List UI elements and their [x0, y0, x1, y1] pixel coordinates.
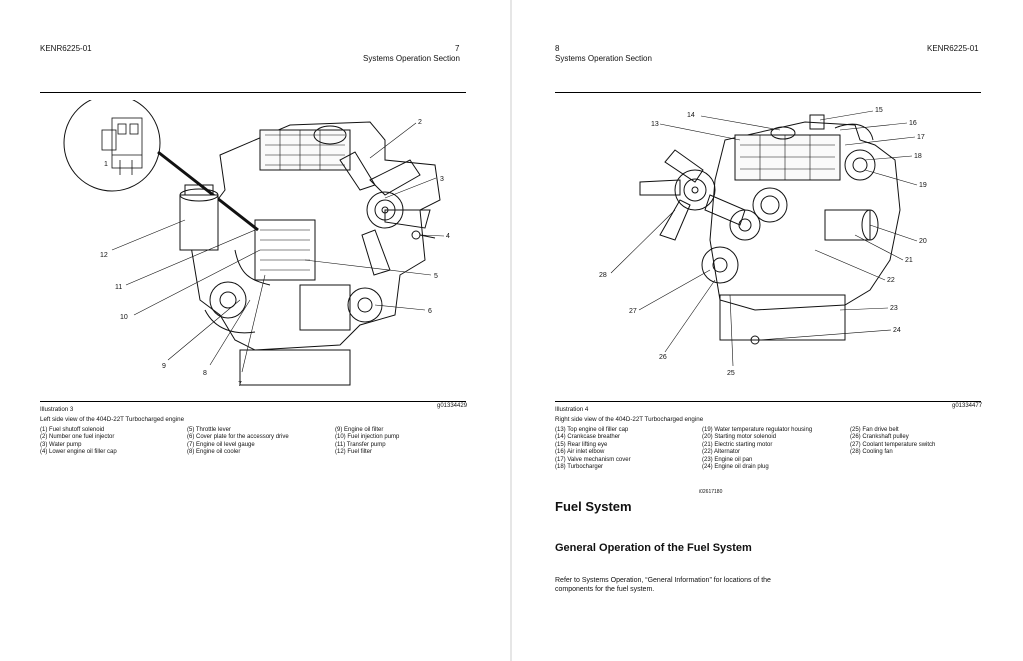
legend-item: (9) Engine oil filter: [335, 427, 384, 433]
callout-labels: 1 2 3 4 5 6 7 8 9 10 11 12: [100, 119, 450, 388]
legend-item: (14) Crankcase breather: [555, 434, 621, 441]
legend-item: (23) Engine oil pan: [702, 456, 753, 463]
illustration-code: g01334477: [952, 403, 983, 409]
callout-22: 22: [887, 277, 895, 284]
callout-13: 13: [651, 121, 659, 128]
document-id: KENR6225-01: [40, 44, 92, 53]
legend-item: (27) Coolant temperature switch: [850, 441, 936, 448]
legend-item: (11) Transfer pump: [335, 441, 386, 448]
legend-item: (25) Fan drive belt: [850, 427, 899, 433]
callout-27: 27: [629, 308, 637, 315]
callout-3: 3: [440, 176, 444, 183]
legend-item: (13) Top engine oil filler cap: [555, 427, 629, 433]
legend-item: (4) Lower engine oil filler cap: [40, 449, 117, 456]
callout-9: 9: [162, 363, 166, 370]
section-title: Systems Operation Section: [363, 54, 460, 63]
callout-12: 12: [100, 252, 108, 259]
header-rule: [40, 92, 466, 93]
illustration-label: Illustration 3: [40, 406, 74, 413]
body-paragraph: Refer to Systems Operation, “General Inf…: [555, 577, 771, 593]
callout-24: 24: [893, 327, 901, 334]
callout-26: 26: [659, 354, 667, 361]
illustration-code: g01334429: [437, 403, 468, 409]
right-page: 8 Systems Operation Section KENR6225-01: [512, 0, 1023, 661]
callout-6: 6: [428, 308, 432, 315]
callout-5: 5: [434, 273, 438, 280]
legend-item: (17) Valve mechanism cover: [555, 456, 631, 463]
figure-rule: [555, 401, 981, 402]
callout-8: 8: [203, 370, 207, 377]
page-number: 7: [455, 44, 460, 53]
legend-item: (12) Fuel filter: [335, 449, 373, 456]
callout-25: 25: [727, 370, 735, 377]
legend-item: (20) Starting motor solenoid: [702, 434, 777, 441]
legend-item: (10) Fuel injection pump: [335, 434, 400, 441]
legend-item: (3) Water pump: [40, 441, 82, 448]
legend-item: (26) Crankshaft pulley: [850, 434, 909, 441]
legend-item: (6) Cover plate for the accessory drive: [187, 434, 289, 441]
illustration-label: Illustration 4: [555, 406, 589, 413]
legend-item: (22) Alternator: [702, 449, 741, 456]
legend-item: (21) Electric starting motor: [702, 441, 773, 448]
subsection-heading: General Operation of the Fuel System: [555, 542, 752, 554]
legend-item: (8) Engine oil cooler: [187, 449, 241, 456]
legend-item: (24) Engine oil drain plug: [702, 464, 769, 471]
legend-item: (7) Engine oil level gauge: [187, 441, 255, 448]
legend-item: (18) Turbocharger: [555, 464, 604, 471]
figure-rule: [40, 401, 466, 402]
callout-28: 28: [599, 272, 607, 279]
legend-item: (2) Number one fuel injector: [40, 434, 115, 441]
section-heading: Fuel System: [555, 499, 632, 514]
header-rule: [555, 92, 981, 93]
callout-7: 7: [238, 381, 242, 388]
legend-column-3: (9) Engine oil filter (10) Fuel injectio…: [335, 427, 399, 457]
legend-item: (16) Air inlet elbow: [555, 449, 605, 456]
legend-column-2: (19) Water temperature regulator housing…: [702, 427, 812, 471]
legend-column-3: (25) Fan drive belt (26) Crankshaft pull…: [850, 427, 935, 457]
inset-detail: [101, 117, 143, 175]
left-page: KENR6225-01 7 Systems Operation Section: [0, 0, 511, 661]
legend-item: (19) Water temperature regulator housing: [702, 427, 813, 433]
illustration-caption: Left side view of the 404D-22T Turbochar…: [40, 416, 185, 423]
callout-21: 21: [905, 257, 913, 264]
callout-17: 17: [917, 134, 925, 141]
callout-14: 14: [687, 112, 695, 119]
callout-16: 16: [909, 120, 917, 127]
legend-column-1: (13) Top engine oil filler cap (14) Cran…: [555, 427, 631, 471]
callout-1: 1: [104, 161, 108, 168]
engine-left-illustration: 1 2 3 4 5 6 7 8 9 10 11 12: [63, 100, 450, 388]
legend-item: (28) Cooling fan: [850, 449, 893, 456]
callout-2: 2: [418, 119, 422, 126]
legend-column-2: (5) Throttle lever (6) Cover plate for t…: [187, 427, 289, 457]
callout-10: 10: [120, 314, 128, 321]
legend-item: (1) Fuel shutoff solenoid: [40, 427, 105, 433]
illustration-caption: Right side view of the 404D-22T Turbocha…: [555, 416, 704, 423]
legend-column-1: (1) Fuel shutoff solenoid (2) Number one…: [40, 427, 117, 457]
document-id: KENR6225-01: [927, 44, 979, 53]
page-gutter: [510, 0, 512, 661]
callout-labels: 13 14 15 16 17 18 19 20 21 22 23 24 25 2…: [599, 107, 927, 377]
legend-item: (15) Rear lifting eye: [555, 441, 608, 448]
legend-item: (5) Throttle lever: [187, 427, 231, 433]
page-number: 8: [555, 44, 560, 53]
reference-code: i02617180: [699, 489, 723, 495]
callout-15: 15: [875, 107, 883, 114]
callout-4: 4: [446, 233, 450, 240]
callout-23: 23: [890, 305, 898, 312]
callout-20: 20: [919, 238, 927, 245]
section-title: Systems Operation Section: [555, 54, 652, 63]
callout-11: 11: [115, 284, 122, 291]
callout-18: 18: [914, 153, 922, 160]
callout-19: 19: [919, 182, 927, 189]
engine-right-illustration: 13 14 15 16 17 18 19 20 21 22 23 24 25 2…: [599, 107, 927, 377]
